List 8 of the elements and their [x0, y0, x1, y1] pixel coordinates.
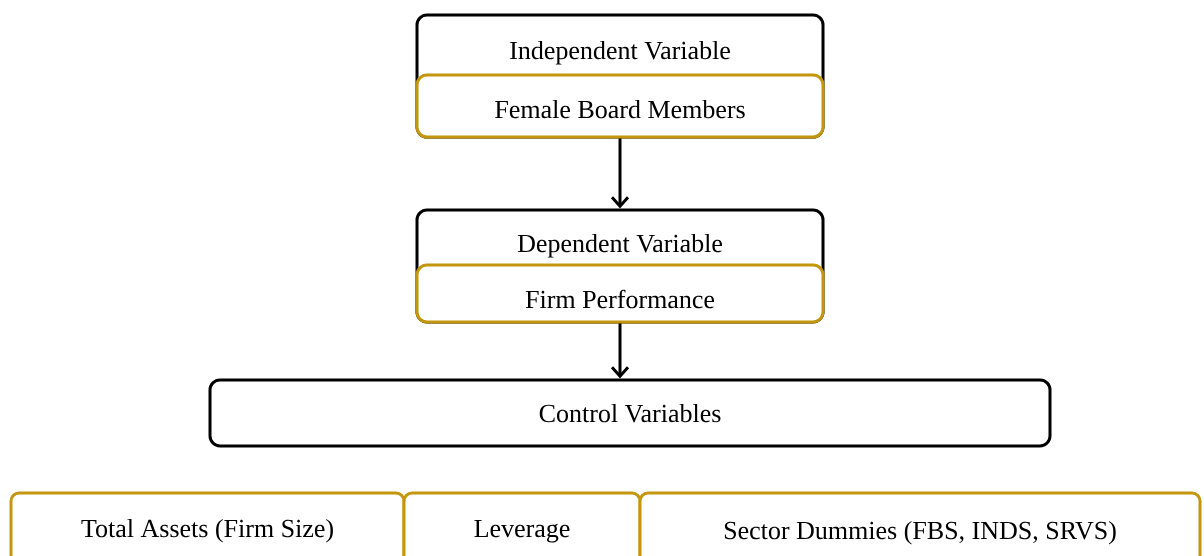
variable-box: Leverage — [402, 491, 642, 556]
variable-box: Total Assets (Firm Size) — [9, 491, 406, 556]
variable-box: Female Board Members — [415, 73, 825, 139]
variable-box: Sector Dummies (FBS, INDS, SRVS) — [638, 491, 1202, 556]
variable-box: Control Variables — [208, 378, 1052, 448]
arrow — [610, 138, 630, 209]
variable-box: Firm Performance — [415, 263, 825, 324]
arrow — [610, 323, 630, 379]
